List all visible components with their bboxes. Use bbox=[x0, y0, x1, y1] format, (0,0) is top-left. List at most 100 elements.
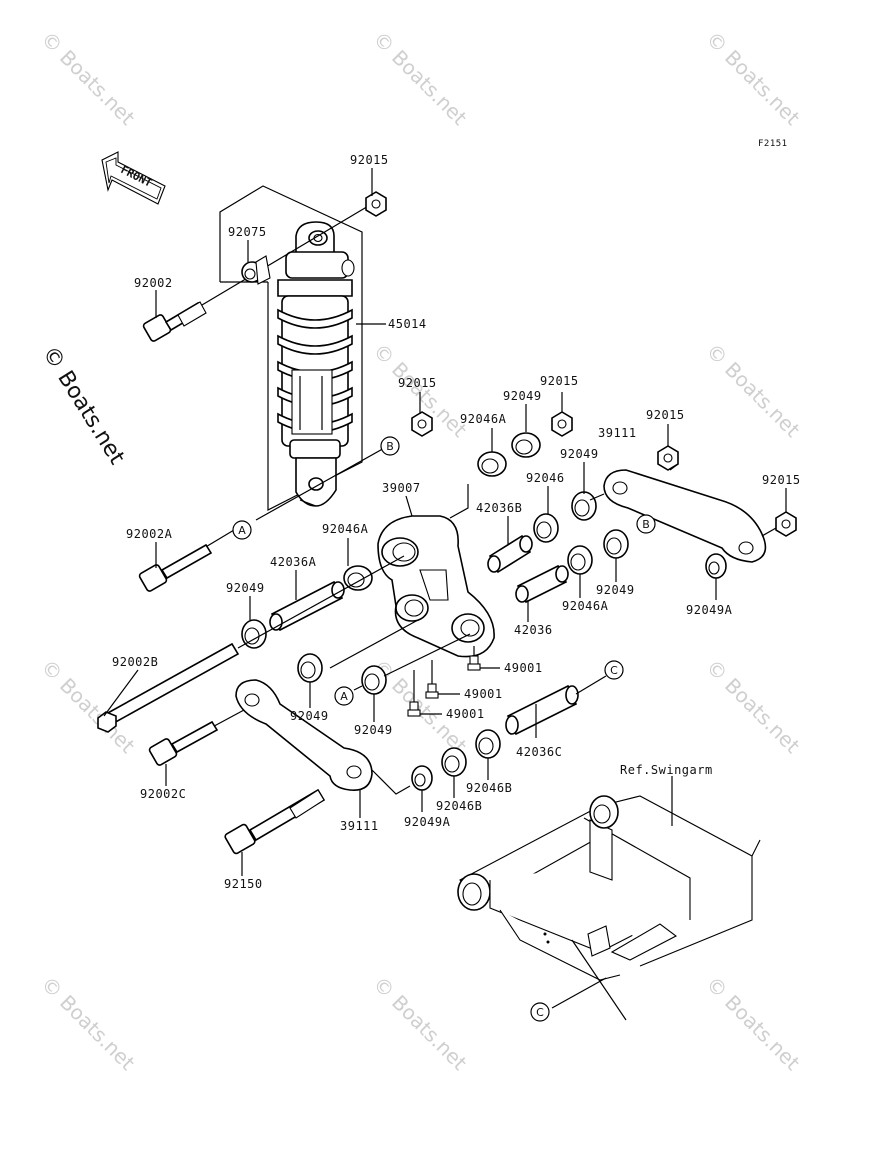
part-label-seal-49-r1: 92049 bbox=[560, 447, 599, 461]
callout-b-label: B bbox=[642, 518, 650, 531]
callout-a-label: A bbox=[238, 524, 246, 537]
part-label-bolt-b: 92002B bbox=[112, 655, 158, 669]
part-label-sleeve-36: 42036 bbox=[514, 623, 553, 637]
part-label-seal-49-l3: 92049 bbox=[354, 723, 393, 737]
callout-c-label: C bbox=[536, 1006, 544, 1019]
part-label-reference: Ref.Swingarm bbox=[620, 763, 713, 777]
bearing-92046B-1 bbox=[475, 729, 501, 759]
seal-92049A-right bbox=[705, 553, 727, 579]
callout-b-upper: B bbox=[380, 436, 400, 456]
leader-lines bbox=[103, 168, 787, 876]
bearing-92046A-right bbox=[567, 545, 593, 575]
part-label-bearing-46b-1: 92046B bbox=[466, 781, 512, 795]
part-label-nut-mid-top: 92015 bbox=[540, 374, 579, 388]
part-label-seal-49-left: 92049 bbox=[226, 581, 265, 595]
part-label-seal-49-top: 92049 bbox=[503, 389, 542, 403]
tie-rod-right-39111 bbox=[603, 469, 767, 563]
seal-92049A-bottom bbox=[411, 765, 433, 791]
watermark: © Boats.net bbox=[368, 27, 471, 130]
part-label-grease-1: 49001 bbox=[504, 661, 543, 675]
figure-code: F2151 bbox=[758, 139, 788, 149]
bolt-92002 bbox=[142, 204, 371, 342]
part-label-bearing-46a-r: 92046A bbox=[562, 599, 609, 613]
callout-c-upper: C bbox=[604, 660, 624, 680]
seal-92049-left bbox=[241, 619, 267, 649]
bolt-92002C bbox=[148, 709, 245, 766]
part-label-bearing-46: 92046 bbox=[526, 471, 565, 485]
seal-92049-r1 bbox=[571, 491, 597, 521]
nut-92015-shock-lower bbox=[411, 411, 433, 437]
sleeve-42036 bbox=[515, 564, 569, 604]
watermark: © Boats.net bbox=[36, 27, 139, 130]
bolt-92002B bbox=[97, 642, 240, 733]
watermark: © Boats.net bbox=[701, 655, 804, 758]
watermark: © Boats.net bbox=[36, 972, 139, 1075]
callout-c-lower: C bbox=[530, 1002, 550, 1022]
bearing-92046 bbox=[533, 513, 559, 543]
callout-c-label: C bbox=[610, 664, 618, 677]
nut-92015-right-top bbox=[657, 445, 679, 471]
part-label-shock-absorber: 45014 bbox=[388, 317, 427, 331]
tie-rod-left-39111 bbox=[235, 679, 373, 791]
part-label-seal-49a-bottom: 92049A bbox=[404, 815, 451, 829]
part-label-bolt-a: 92002A bbox=[126, 527, 173, 541]
part-label-bolt-top: 92002 bbox=[134, 276, 173, 290]
bearing-92046B-2 bbox=[441, 747, 467, 777]
part-labels: 92015 92075 92002 45014 92015 92002A 920… bbox=[112, 153, 801, 891]
part-label-nut-top: 92015 bbox=[350, 153, 389, 167]
part-label-nut-shock-lower: 92015 bbox=[398, 376, 437, 390]
callout-a-upper: A bbox=[232, 520, 252, 540]
grease-nipple-49001-2 bbox=[425, 660, 460, 699]
nut-92015-mid bbox=[551, 411, 573, 437]
watermark: © Boats.net bbox=[701, 27, 804, 130]
collar-92075 bbox=[241, 255, 271, 285]
sleeve-42036B bbox=[487, 534, 533, 574]
part-label-grease-3: 49001 bbox=[446, 707, 485, 721]
bolt-92150 bbox=[224, 788, 326, 855]
part-label-bearing-46a-mid: 92046A bbox=[322, 522, 369, 536]
swingarm-reference bbox=[457, 776, 761, 1021]
callout-a-lower: A bbox=[334, 686, 354, 706]
bearing-92046A-mid bbox=[343, 565, 373, 591]
part-label-bolt-c: 92002C bbox=[140, 787, 186, 801]
callout-b-label: B bbox=[386, 440, 394, 453]
part-label-bolt-150: 92150 bbox=[224, 877, 263, 891]
part-label-sleeve-36a: 42036A bbox=[270, 555, 317, 569]
nut-92015-top bbox=[365, 191, 387, 217]
seal-92049-l3 bbox=[361, 665, 387, 695]
seal-92049-l2 bbox=[297, 653, 323, 683]
bolt-92002A bbox=[138, 445, 389, 592]
part-label-seal-49-l2: 92049 bbox=[290, 709, 329, 723]
grease-nipple-49001-3 bbox=[407, 670, 442, 717]
grease-nipple-49001-1 bbox=[467, 646, 500, 671]
callout-a-label: A bbox=[340, 690, 348, 703]
part-label-bearing-46a-top: 92046A bbox=[460, 412, 507, 426]
part-label-collar-top: 92075 bbox=[228, 225, 267, 239]
part-label-rocker-arm: 39007 bbox=[382, 481, 421, 495]
part-label-bearing-46b-2: 92046B bbox=[436, 799, 482, 813]
part-label-tie-rod-right: 39111 bbox=[598, 426, 637, 440]
bearing-92046A-top bbox=[477, 451, 507, 477]
part-label-tie-rod-left: 39111 bbox=[340, 819, 379, 833]
part-label-nut-right-top: 92015 bbox=[646, 408, 685, 422]
part-label-sleeve-36b: 42036B bbox=[476, 501, 522, 515]
side-watermark: © Boats.net bbox=[37, 342, 130, 469]
watermark: © Boats.net bbox=[701, 972, 804, 1075]
part-label-grease-2: 49001 bbox=[464, 687, 503, 701]
seal-92049-top bbox=[511, 432, 541, 458]
sleeve-42036A bbox=[269, 580, 345, 632]
rocker-arm-39007 bbox=[377, 515, 495, 658]
front-arrow-icon: FRONT bbox=[101, 151, 166, 205]
sleeve-42036C bbox=[505, 684, 579, 736]
shock-assembly-bracket bbox=[219, 185, 363, 511]
part-label-seal-49a-right: 92049A bbox=[686, 603, 733, 617]
watermark: © Boats.net bbox=[701, 339, 804, 442]
part-label-nut-right: 92015 bbox=[762, 473, 801, 487]
seal-92049-r2 bbox=[603, 529, 629, 559]
part-label-sleeve-36c: 42036C bbox=[516, 745, 562, 759]
callout-b-lower: B bbox=[636, 514, 656, 534]
part-label-seal-49-r2: 92049 bbox=[596, 583, 635, 597]
watermark: © Boats.net bbox=[368, 972, 471, 1075]
shock-absorber bbox=[277, 221, 355, 507]
